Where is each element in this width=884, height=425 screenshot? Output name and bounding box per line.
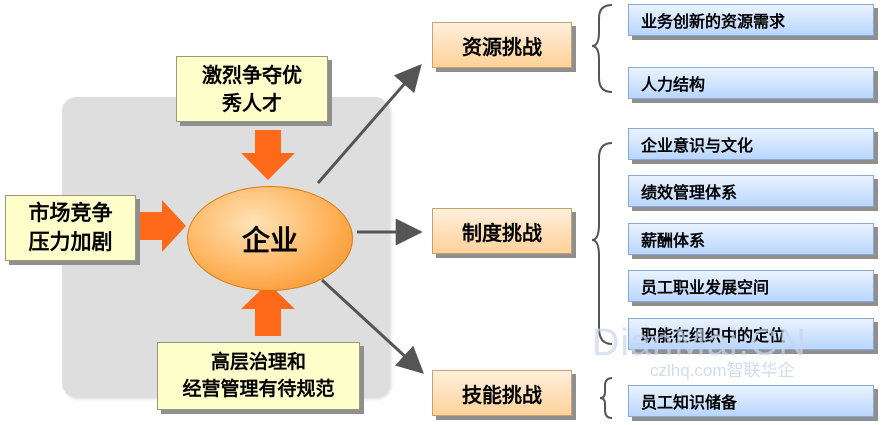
- detail-item-label: 绩效管理体系: [641, 183, 738, 202]
- pressure-market-line2: 压力加剧: [28, 230, 113, 254]
- detail-item-label: 员工职业发展空间: [641, 278, 770, 297]
- block-arrow-right-icon: [140, 200, 186, 252]
- arrow-to-skill-challenge: [320, 278, 424, 374]
- challenge-system-label: 制度挑战: [462, 220, 542, 245]
- challenge-resource: 资源挑战: [432, 22, 572, 68]
- detail-item: 职能在组织中的定位: [628, 318, 874, 350]
- challenge-system: 制度挑战: [432, 208, 572, 254]
- pressure-talent-line2: 秀人才: [222, 91, 282, 115]
- pressure-governance-line2: 经营管理有待规范: [182, 378, 335, 400]
- detail-item-label: 职能在组织中的定位: [641, 326, 786, 345]
- detail-item-label: 企业意识与文化: [641, 136, 754, 155]
- challenge-skill-label: 技能挑战: [462, 382, 542, 407]
- block-arrow-down-icon: [241, 130, 295, 180]
- arrow-to-resource-challenge: [316, 63, 422, 184]
- pressure-governance-line1: 高层治理和: [210, 351, 306, 373]
- detail-item-label: 薪酬体系: [641, 231, 706, 250]
- detail-item-label: 员工知识储备: [641, 393, 738, 412]
- pressure-talent-line1: 激烈争夺优: [202, 63, 302, 87]
- curly-brace-skill-icon: [599, 377, 613, 419]
- challenge-skill: 技能挑战: [432, 370, 572, 416]
- watermark-url: czlhq.com智联华企: [650, 361, 795, 380]
- enterprise-node: 企业: [187, 186, 353, 291]
- detail-item: 业务创新的资源需求: [628, 4, 874, 36]
- detail-item-label: 业务创新的资源需求: [641, 12, 786, 31]
- challenge-resource-label: 资源挑战: [462, 34, 542, 59]
- detail-item: 企业意识与文化: [628, 128, 874, 160]
- block-arrow-up-icon: [241, 283, 295, 336]
- enterprise-label: 企业: [241, 223, 298, 257]
- detail-item: 人力结构: [628, 67, 874, 99]
- detail-item: 员工职业发展空间: [628, 270, 874, 302]
- detail-item: 员工知识储备: [628, 385, 874, 417]
- pressure-box-market: 市场竞争 压力加剧: [5, 195, 136, 261]
- detail-item-label: 人力结构: [641, 75, 706, 94]
- pressure-box-talent: 激烈争夺优 秀人才: [176, 56, 328, 122]
- curly-brace-system-icon: [591, 142, 613, 345]
- curly-brace-resource-icon: [591, 4, 613, 93]
- pressure-box-governance: 高层治理和 经营管理有待规范: [157, 342, 360, 410]
- watermark-logo: DianMai.CN: [592, 322, 807, 364]
- detail-item: 绩效管理体系: [628, 175, 874, 207]
- detail-item: 薪酬体系: [628, 223, 874, 255]
- pressure-market-line1: 市场竞争: [28, 201, 113, 225]
